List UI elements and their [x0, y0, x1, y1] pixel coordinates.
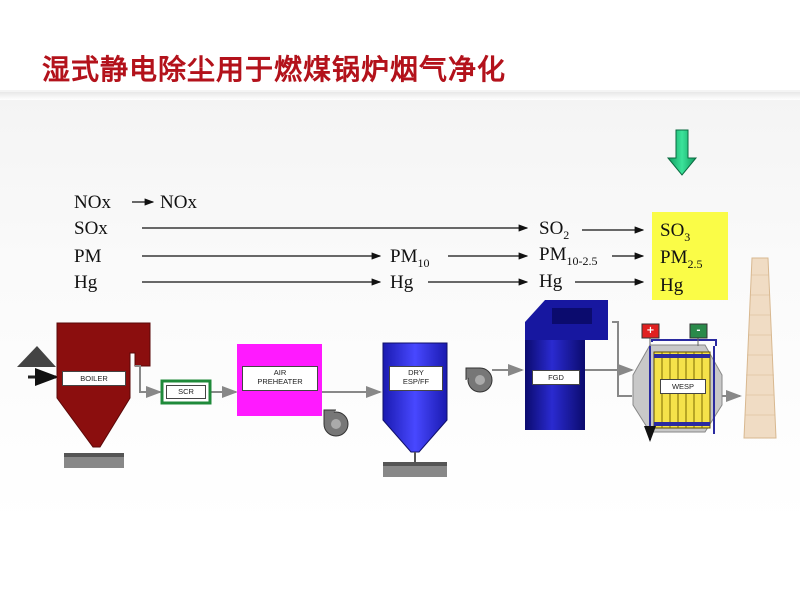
positive-electrode-label: +: [646, 325, 655, 336]
coal-feed: [17, 346, 59, 386]
inlet-nox-label: NOx: [74, 192, 111, 213]
boiler-unit: [56, 322, 151, 468]
dry-esp-label: DRY ESP/FF: [389, 366, 443, 391]
down-arrow-icon: [666, 129, 698, 176]
esp-hg-label: Hg: [390, 272, 414, 293]
fgd-so2-label: SO2: [539, 218, 570, 242]
fan-icon-1: [323, 409, 349, 437]
wesp-label: WESP: [660, 379, 706, 394]
wesp-pm25-label: PM2.5: [660, 247, 703, 271]
dry-esp-unit: [382, 342, 448, 477]
wesp-hg-label: Hg: [660, 275, 684, 296]
wesp-so3-label: SO3: [660, 220, 691, 244]
esp-pm10-label: PM10: [390, 246, 430, 270]
flue-gas-flow: [135, 321, 742, 402]
scr-label: SCR: [166, 385, 206, 399]
fgd-pm-label: PM10-2.5: [539, 244, 598, 268]
title-divider: [0, 92, 800, 100]
fgd-unit: [525, 300, 608, 430]
negative-electrode-label: -: [696, 325, 701, 336]
positive-electrode-icon: [641, 323, 660, 339]
wesp-target-highlight: [652, 212, 728, 300]
air-preheater-label: AIR PREHEATER: [242, 366, 318, 391]
fgd-hg-label: Hg: [539, 271, 563, 292]
air-preheater-label-line-2: PREHEATER: [257, 377, 303, 386]
inlet-pm-label: PM: [74, 246, 102, 267]
boiler-label: BOILER: [62, 371, 126, 386]
fgd-label: FGD: [532, 370, 580, 385]
inlet-hg-label: Hg: [74, 272, 98, 293]
content-background: [0, 90, 800, 526]
slide-title: 湿式静电除尘用于燃煤锅炉烟气净化: [42, 53, 507, 86]
dry-esp-label-line-2: ESP/FF: [402, 377, 430, 386]
inlet-sox-label: SOx: [74, 218, 108, 239]
dry-esp-label-line-1: DRY: [408, 368, 424, 377]
scr-nox-label: NOx: [160, 192, 197, 213]
fan-icon-2: [465, 367, 493, 393]
negative-electrode-icon: [689, 323, 708, 339]
pollutant-arrows: [132, 198, 645, 286]
air-preheater-label-line-1: AIR: [273, 368, 287, 377]
chimney-icon: [743, 257, 777, 439]
